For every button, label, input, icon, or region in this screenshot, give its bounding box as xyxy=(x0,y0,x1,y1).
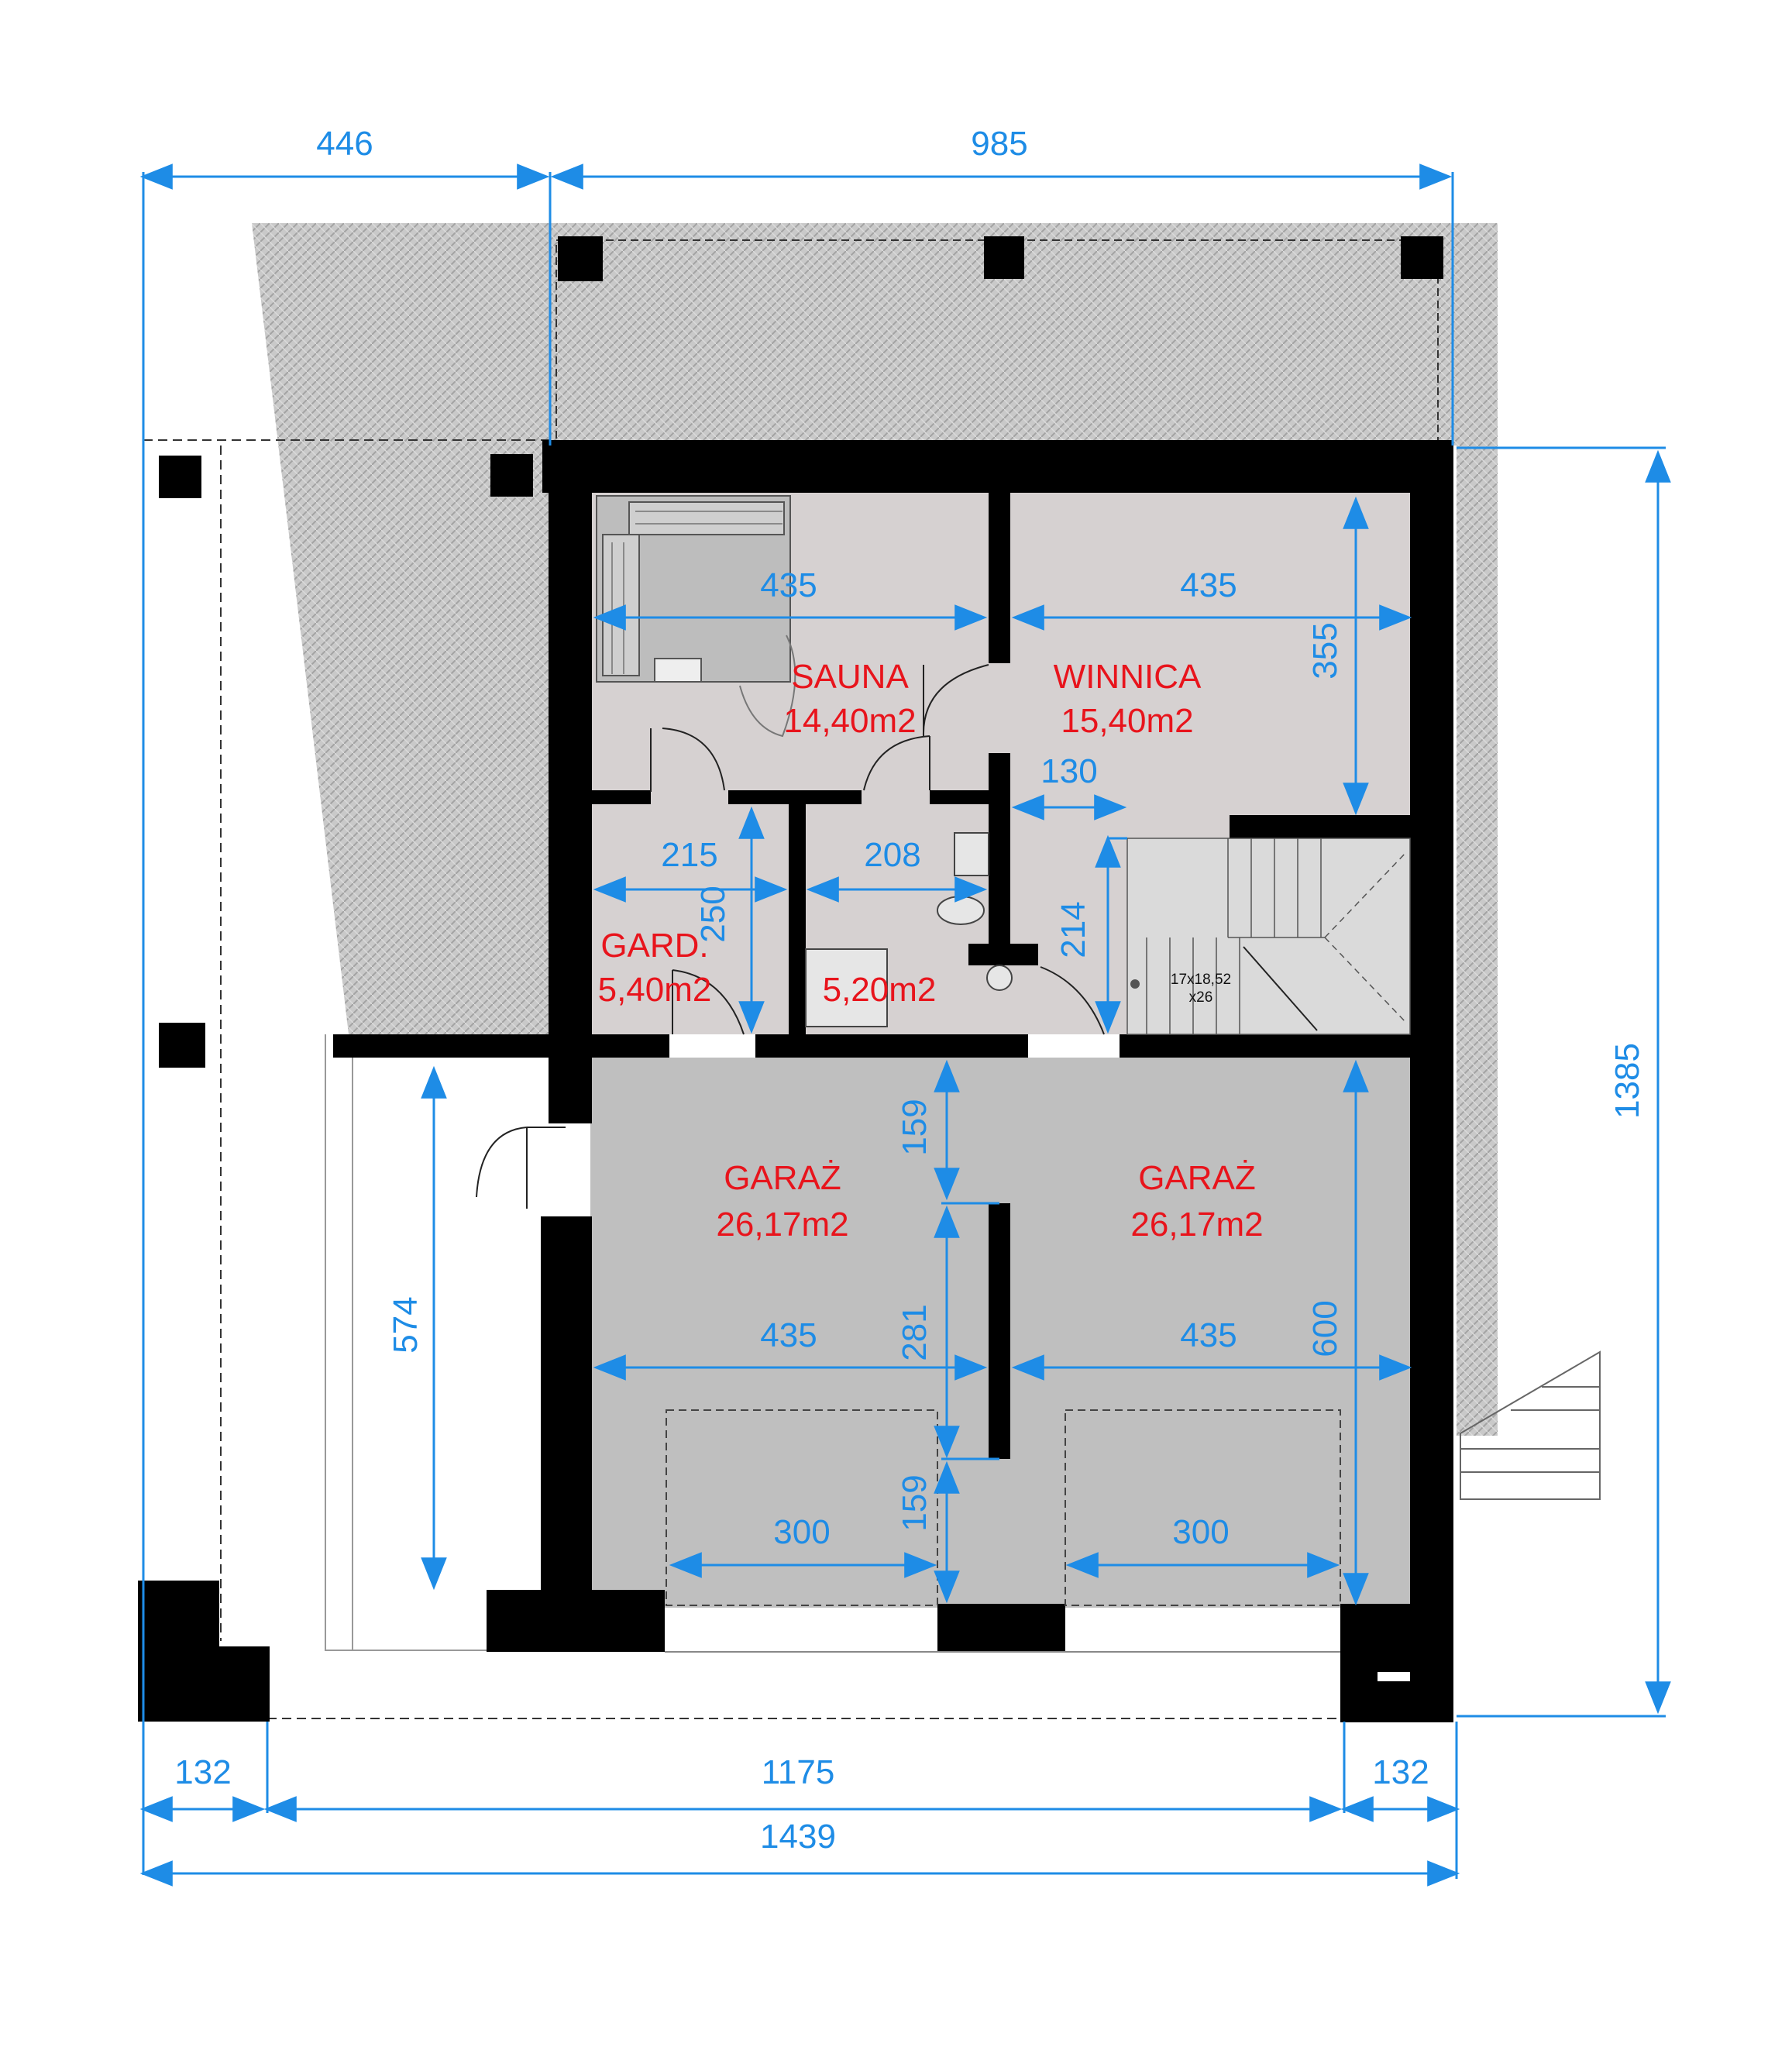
room-garage-left-area: 26,17m2 xyxy=(716,1206,848,1244)
room-winnica-name: WINNICA xyxy=(1054,658,1202,696)
sauna-bench xyxy=(596,495,791,683)
dim-hall-depth: 214 xyxy=(1054,901,1092,958)
garage-car-outlines xyxy=(666,1409,1341,1606)
dim-top-left: 446 xyxy=(316,125,373,163)
walls xyxy=(138,236,1453,1722)
dim-pier-bot: 159 xyxy=(896,1474,934,1531)
dim-door-left: 300 xyxy=(773,1513,830,1551)
dim-winnica-width: 435 xyxy=(1180,566,1237,604)
stair-count: x26 xyxy=(1189,989,1213,1006)
room-gard-name: GARD. xyxy=(600,927,708,965)
dim-garage-depth: 600 xyxy=(1306,1300,1344,1357)
room-garage-right-area: 26,17m2 xyxy=(1130,1206,1263,1244)
room-sauna-area: 14,40m2 xyxy=(783,702,916,740)
room-garage-left-name: GARAŻ xyxy=(724,1159,841,1197)
dim-bottom-right: 132 xyxy=(1372,1753,1429,1791)
dim-winnica-depth: 355 xyxy=(1306,622,1344,679)
staircase xyxy=(1126,838,1411,1035)
room-winnica-area: 15,40m2 xyxy=(1061,702,1193,740)
room-gard-area: 5,40m2 xyxy=(598,971,712,1009)
dim-right-height: 1385 xyxy=(1608,1043,1646,1119)
door-arcs xyxy=(476,664,1105,1209)
bath-fixtures xyxy=(805,832,1013,1027)
sauna-door-glass xyxy=(739,635,796,738)
dim-garage-r-width: 435 xyxy=(1180,1316,1237,1354)
dim-bottom-left: 132 xyxy=(174,1753,231,1791)
dim-gard-depth: 250 xyxy=(694,886,732,942)
terrace-hatch xyxy=(252,223,1498,1436)
entry-steps xyxy=(1460,1350,1601,1500)
wall-notch xyxy=(1378,1672,1410,1681)
stair-start-dot xyxy=(1130,979,1140,989)
room-bath-area: 5,20m2 xyxy=(823,971,937,1009)
dim-top-right: 985 xyxy=(971,125,1027,163)
dim-sauna-width: 435 xyxy=(760,566,817,604)
dim-garage-l-width: 435 xyxy=(760,1316,817,1354)
room-sauna-name: SAUNA xyxy=(791,658,909,696)
dim-gard-width: 215 xyxy=(661,836,717,874)
dim-left-garage: 574 xyxy=(387,1296,425,1353)
room-garage-right-name: GARAŻ xyxy=(1138,1159,1256,1197)
dim-stair-offset: 130 xyxy=(1040,752,1097,790)
dimension-lines xyxy=(139,163,1671,1887)
dim-pier-mid: 281 xyxy=(896,1304,934,1361)
left-balcony xyxy=(325,1034,552,1651)
dim-bottom-mid: 1175 xyxy=(762,1753,835,1791)
dim-bottom-total: 1439 xyxy=(760,1818,836,1856)
dim-door-right: 300 xyxy=(1172,1513,1229,1551)
stair-spec: 17x18,52 xyxy=(1171,972,1231,988)
dim-pier-top: 159 xyxy=(896,1099,934,1155)
dim-bath-width: 208 xyxy=(864,836,920,874)
